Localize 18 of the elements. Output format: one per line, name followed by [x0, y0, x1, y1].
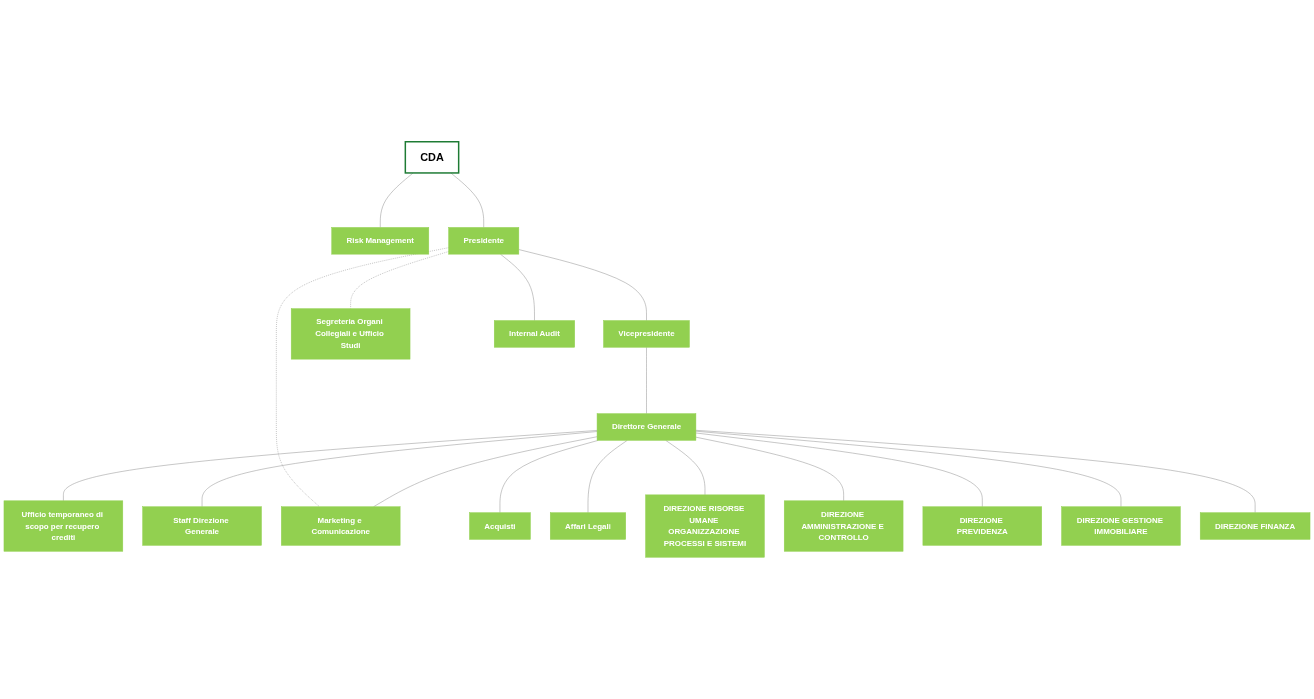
connector [63, 430, 598, 502]
connector [695, 432, 983, 507]
connector [350, 251, 449, 309]
connector [380, 172, 414, 228]
connector [373, 436, 598, 507]
connector [500, 253, 535, 321]
connector [499, 440, 599, 513]
connector [646, 347, 647, 414]
node-box: CDA [404, 141, 460, 174]
connector [695, 436, 844, 502]
connector [518, 249, 647, 321]
connector [587, 440, 628, 513]
connector [450, 172, 484, 228]
connector [201, 431, 598, 507]
connector [695, 431, 1122, 507]
connector [276, 247, 449, 507]
connector [695, 430, 1256, 513]
connector [665, 440, 706, 496]
